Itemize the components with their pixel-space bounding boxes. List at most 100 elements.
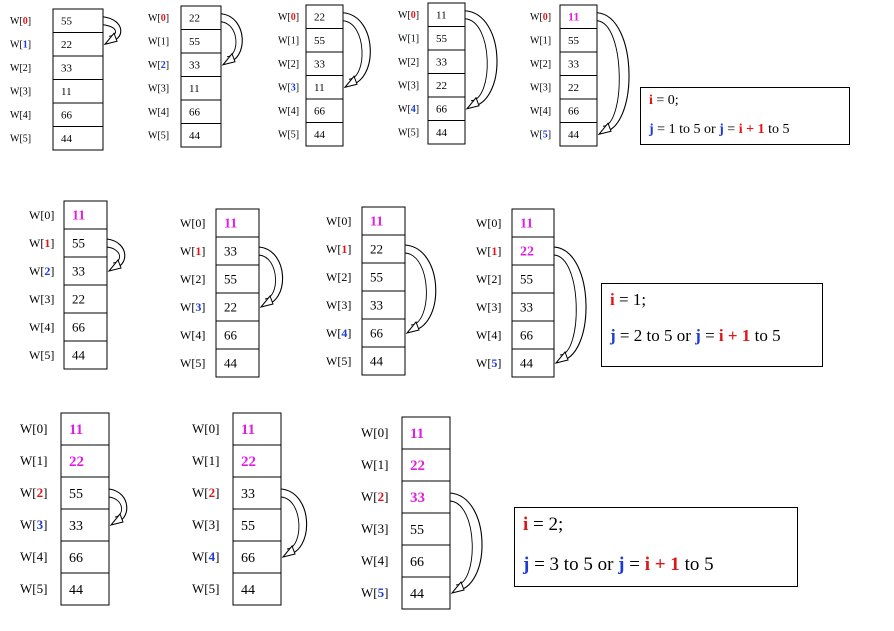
- array-cell: [60, 572, 110, 606]
- index-label: W[1]: [10, 40, 31, 51]
- cell-value: 66: [314, 106, 326, 118]
- array-cell: [180, 99, 222, 124]
- index-label: W[4]: [326, 326, 351, 340]
- swap-arrow-inner: [258, 254, 276, 300]
- index-label: W[0]: [148, 13, 169, 24]
- array-cell: [511, 348, 555, 378]
- i-value: = 0;: [652, 93, 679, 108]
- index-label: W[4]: [361, 553, 388, 568]
- index-label: W[0]: [20, 421, 47, 436]
- cell-value: 11: [189, 83, 200, 95]
- arrow-head-icon: [281, 545, 296, 558]
- array-cell: [180, 76, 222, 101]
- array-cell: [215, 264, 260, 294]
- swap-arrow-inner: [342, 20, 363, 80]
- array-cell: [232, 412, 282, 446]
- cell-value: 55: [370, 270, 383, 285]
- arrow-head-icon: [554, 351, 569, 364]
- index-label: W[2]: [476, 272, 501, 286]
- cell-value: 44: [436, 127, 448, 139]
- array-panel-5: 11W[0]55W[1]33W[2]22W[3]66W[4]44W[5]: [29, 200, 126, 370]
- swap-arrow-inner: [280, 496, 300, 550]
- cell-value: 55: [241, 519, 255, 534]
- arrow-head-icon: [103, 32, 118, 46]
- index-label: W[5]: [148, 131, 169, 142]
- j-range: = 1 to 5 or: [653, 122, 720, 137]
- array-panel-2: 22W[0]55W[1]33W[2]11W[3]66W[4]44W[5]: [278, 4, 371, 147]
- cell-value: 33: [314, 59, 326, 71]
- info-box-pass-2: i = 2; j = 3 to 5 or j = i + 1 to 5: [514, 507, 798, 587]
- index-label: W[1]: [192, 453, 219, 468]
- swap-arrow: [553, 246, 587, 362]
- array-cell: [180, 5, 222, 30]
- cell-value: 66: [410, 555, 424, 570]
- cell-value: 33: [224, 244, 237, 259]
- cell-value: 33: [568, 59, 580, 71]
- info-box-pass-1: i = 1; j = 2 to 5 or j = i + 1 to 5: [601, 283, 823, 367]
- index-label: W[2]: [326, 270, 351, 284]
- j-letter: j: [649, 122, 654, 137]
- array-cell: [401, 448, 451, 482]
- cell-value: 11: [520, 217, 533, 232]
- index-label: W[4]: [148, 107, 169, 118]
- index-label: W[1]: [398, 34, 419, 45]
- index-label: W[2]: [20, 485, 47, 500]
- array-panel-1: 22W[0]55W[1]33W[2]11W[3]66W[4]44W[5]: [148, 5, 243, 148]
- swap-arrow-inner: [106, 246, 120, 264]
- cell-value: 55: [189, 36, 201, 48]
- array-cell: [60, 444, 110, 478]
- cell-value: 44: [72, 348, 86, 363]
- array-cell: [52, 126, 104, 151]
- j-upper-bound: to 5: [764, 122, 790, 137]
- index-label: W[5]: [180, 356, 205, 370]
- index-label: W[5]: [361, 585, 388, 600]
- cell-value: 22: [61, 39, 72, 51]
- array-cell: [401, 480, 451, 514]
- swap-arrow-inner: [404, 252, 427, 326]
- cell-value: 22: [241, 454, 256, 470]
- cell-value: 66: [568, 106, 580, 118]
- array-cell: [63, 256, 108, 286]
- array-panel-10: 11W[0]22W[1]33W[2]55W[3]66W[4]44W[5]: [192, 412, 308, 606]
- index-label: W[1]: [326, 242, 351, 256]
- cell-value: 11: [224, 217, 237, 232]
- index-label: W[2]: [29, 264, 54, 278]
- array-cell: [232, 572, 282, 606]
- swap-arrow: [342, 12, 371, 86]
- index-label: W[0]: [192, 421, 219, 436]
- index-label: W[5]: [476, 356, 501, 370]
- array-cell: [511, 264, 555, 294]
- index-label: W[1]: [148, 37, 169, 48]
- cell-value: 44: [189, 130, 201, 142]
- index-label: W[1]: [361, 457, 388, 472]
- array-panel-11: 11W[0]22W[1]33W[2]55W[3]66W[4]44W[5]: [361, 416, 483, 610]
- cell-value: 11: [410, 426, 424, 442]
- cell-value: 11: [69, 422, 83, 438]
- index-label: W[2]: [398, 57, 419, 68]
- array-cell: [361, 346, 406, 376]
- cell-value: 55: [69, 487, 83, 502]
- cell-value: 55: [520, 272, 533, 287]
- index-label: W[4]: [278, 106, 299, 117]
- arrow-head-icon: [221, 52, 236, 66]
- cell-value: 44: [370, 354, 384, 369]
- swap-arrow-inner: [102, 24, 116, 37]
- cell-value: 11: [61, 86, 72, 98]
- array-cell: [361, 262, 406, 292]
- arrow-head-icon: [107, 259, 122, 272]
- index-label: W[3]: [326, 298, 351, 312]
- cell-value: 33: [370, 298, 383, 313]
- array-cell: [361, 234, 406, 264]
- cell-value: 11: [370, 215, 383, 230]
- cell-value: 22: [370, 242, 383, 257]
- array-cell: [401, 416, 451, 450]
- index-label: W[3]: [530, 83, 551, 94]
- array-cell: [427, 120, 466, 145]
- index-label: W[0]: [278, 12, 299, 23]
- index-label: W[1]: [180, 244, 205, 258]
- cell-value: 22: [224, 300, 237, 315]
- index-label: W[4]: [180, 328, 205, 342]
- cell-value: 66: [241, 551, 255, 566]
- index-label: W[1]: [278, 36, 299, 47]
- index-label: W[3]: [29, 292, 54, 306]
